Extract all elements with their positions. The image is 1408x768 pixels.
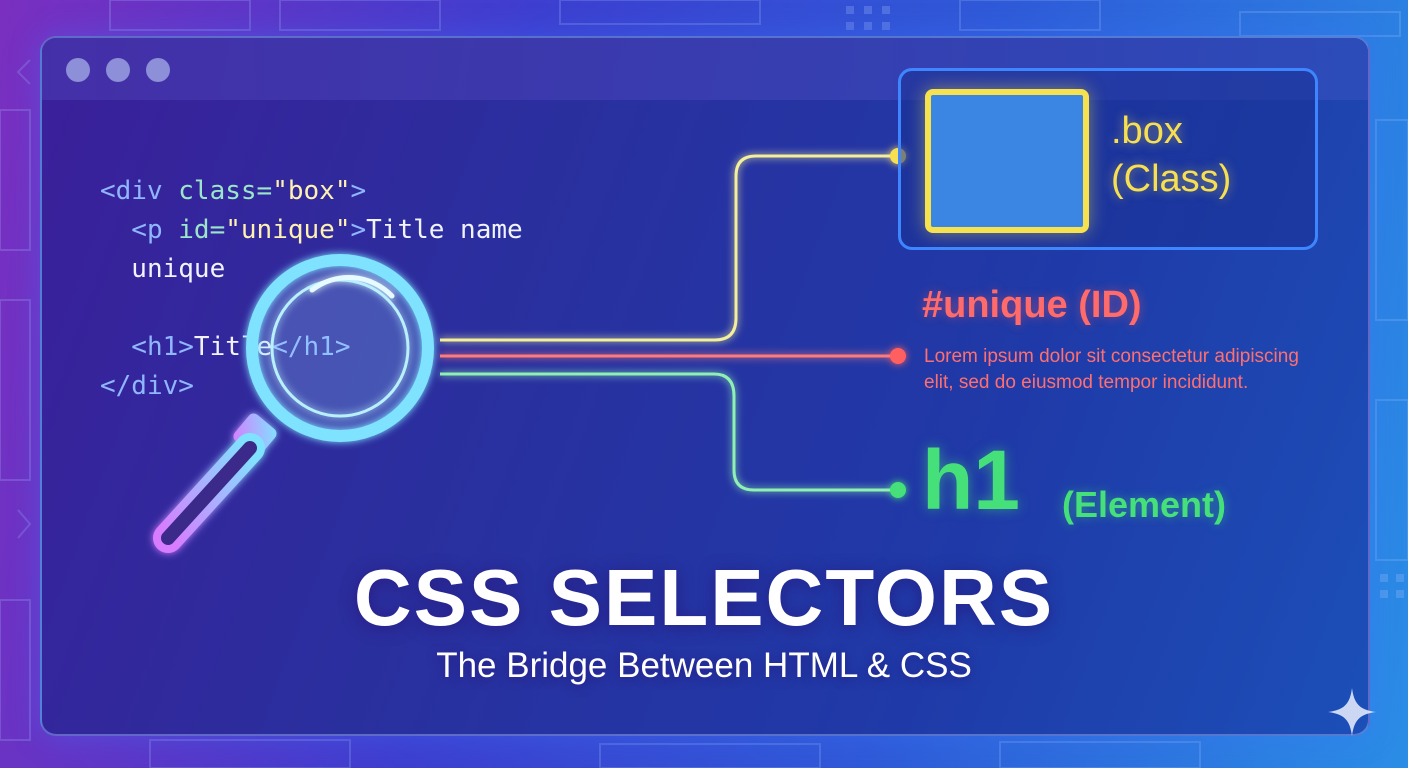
window-control-dot[interactable] — [66, 58, 90, 82]
box-square-icon — [925, 89, 1089, 233]
connector-id — [440, 348, 906, 364]
code-token: <h1> — [100, 332, 194, 362]
id-selector-description: Lorem ipsum dolor sit consectetur adipis… — [924, 346, 1299, 393]
element-selector-kind: (Element) — [1062, 484, 1227, 525]
code-snippet: <div class="box"> <p id="unique">Title n… — [100, 172, 523, 406]
headline-subtitle: The Bridge Between HTML & CSS — [436, 646, 972, 685]
code-line-1: <div class="box"> — [100, 176, 366, 206]
class-selector-panel: .box (Class) — [898, 68, 1318, 250]
class-selector-kind: (Class) — [1111, 158, 1232, 200]
window-control-dot[interactable] — [146, 58, 170, 82]
code-token: > — [350, 215, 367, 245]
code-token: id= — [178, 215, 226, 245]
window-control-dot[interactable] — [106, 58, 130, 82]
class-selector-name: .box — [1111, 110, 1183, 152]
code-token: <div — [100, 176, 179, 206]
headline-title: CSS SELECTORS — [353, 553, 1055, 642]
code-line-6: </div> — [100, 371, 194, 401]
code-token: "unique" — [225, 215, 351, 245]
id-selector-title: #unique (ID) — [922, 284, 1142, 326]
sparkle-icon — [1328, 688, 1376, 736]
class-selector-label: .box (Class) — [1111, 107, 1231, 203]
connector-element — [440, 372, 906, 498]
code-line-2: <p id="unique">Title name — [100, 215, 523, 245]
code-token: > — [350, 176, 367, 206]
code-line-3: unique — [100, 254, 226, 284]
code-token: class= — [178, 176, 273, 206]
element-selector-name: h1 — [922, 433, 1021, 527]
magnifying-glass-icon — [153, 254, 434, 553]
code-token: Title name — [366, 215, 523, 245]
code-token: "box" — [272, 176, 351, 206]
connector-class — [440, 148, 906, 342]
code-token: <p — [100, 215, 179, 245]
